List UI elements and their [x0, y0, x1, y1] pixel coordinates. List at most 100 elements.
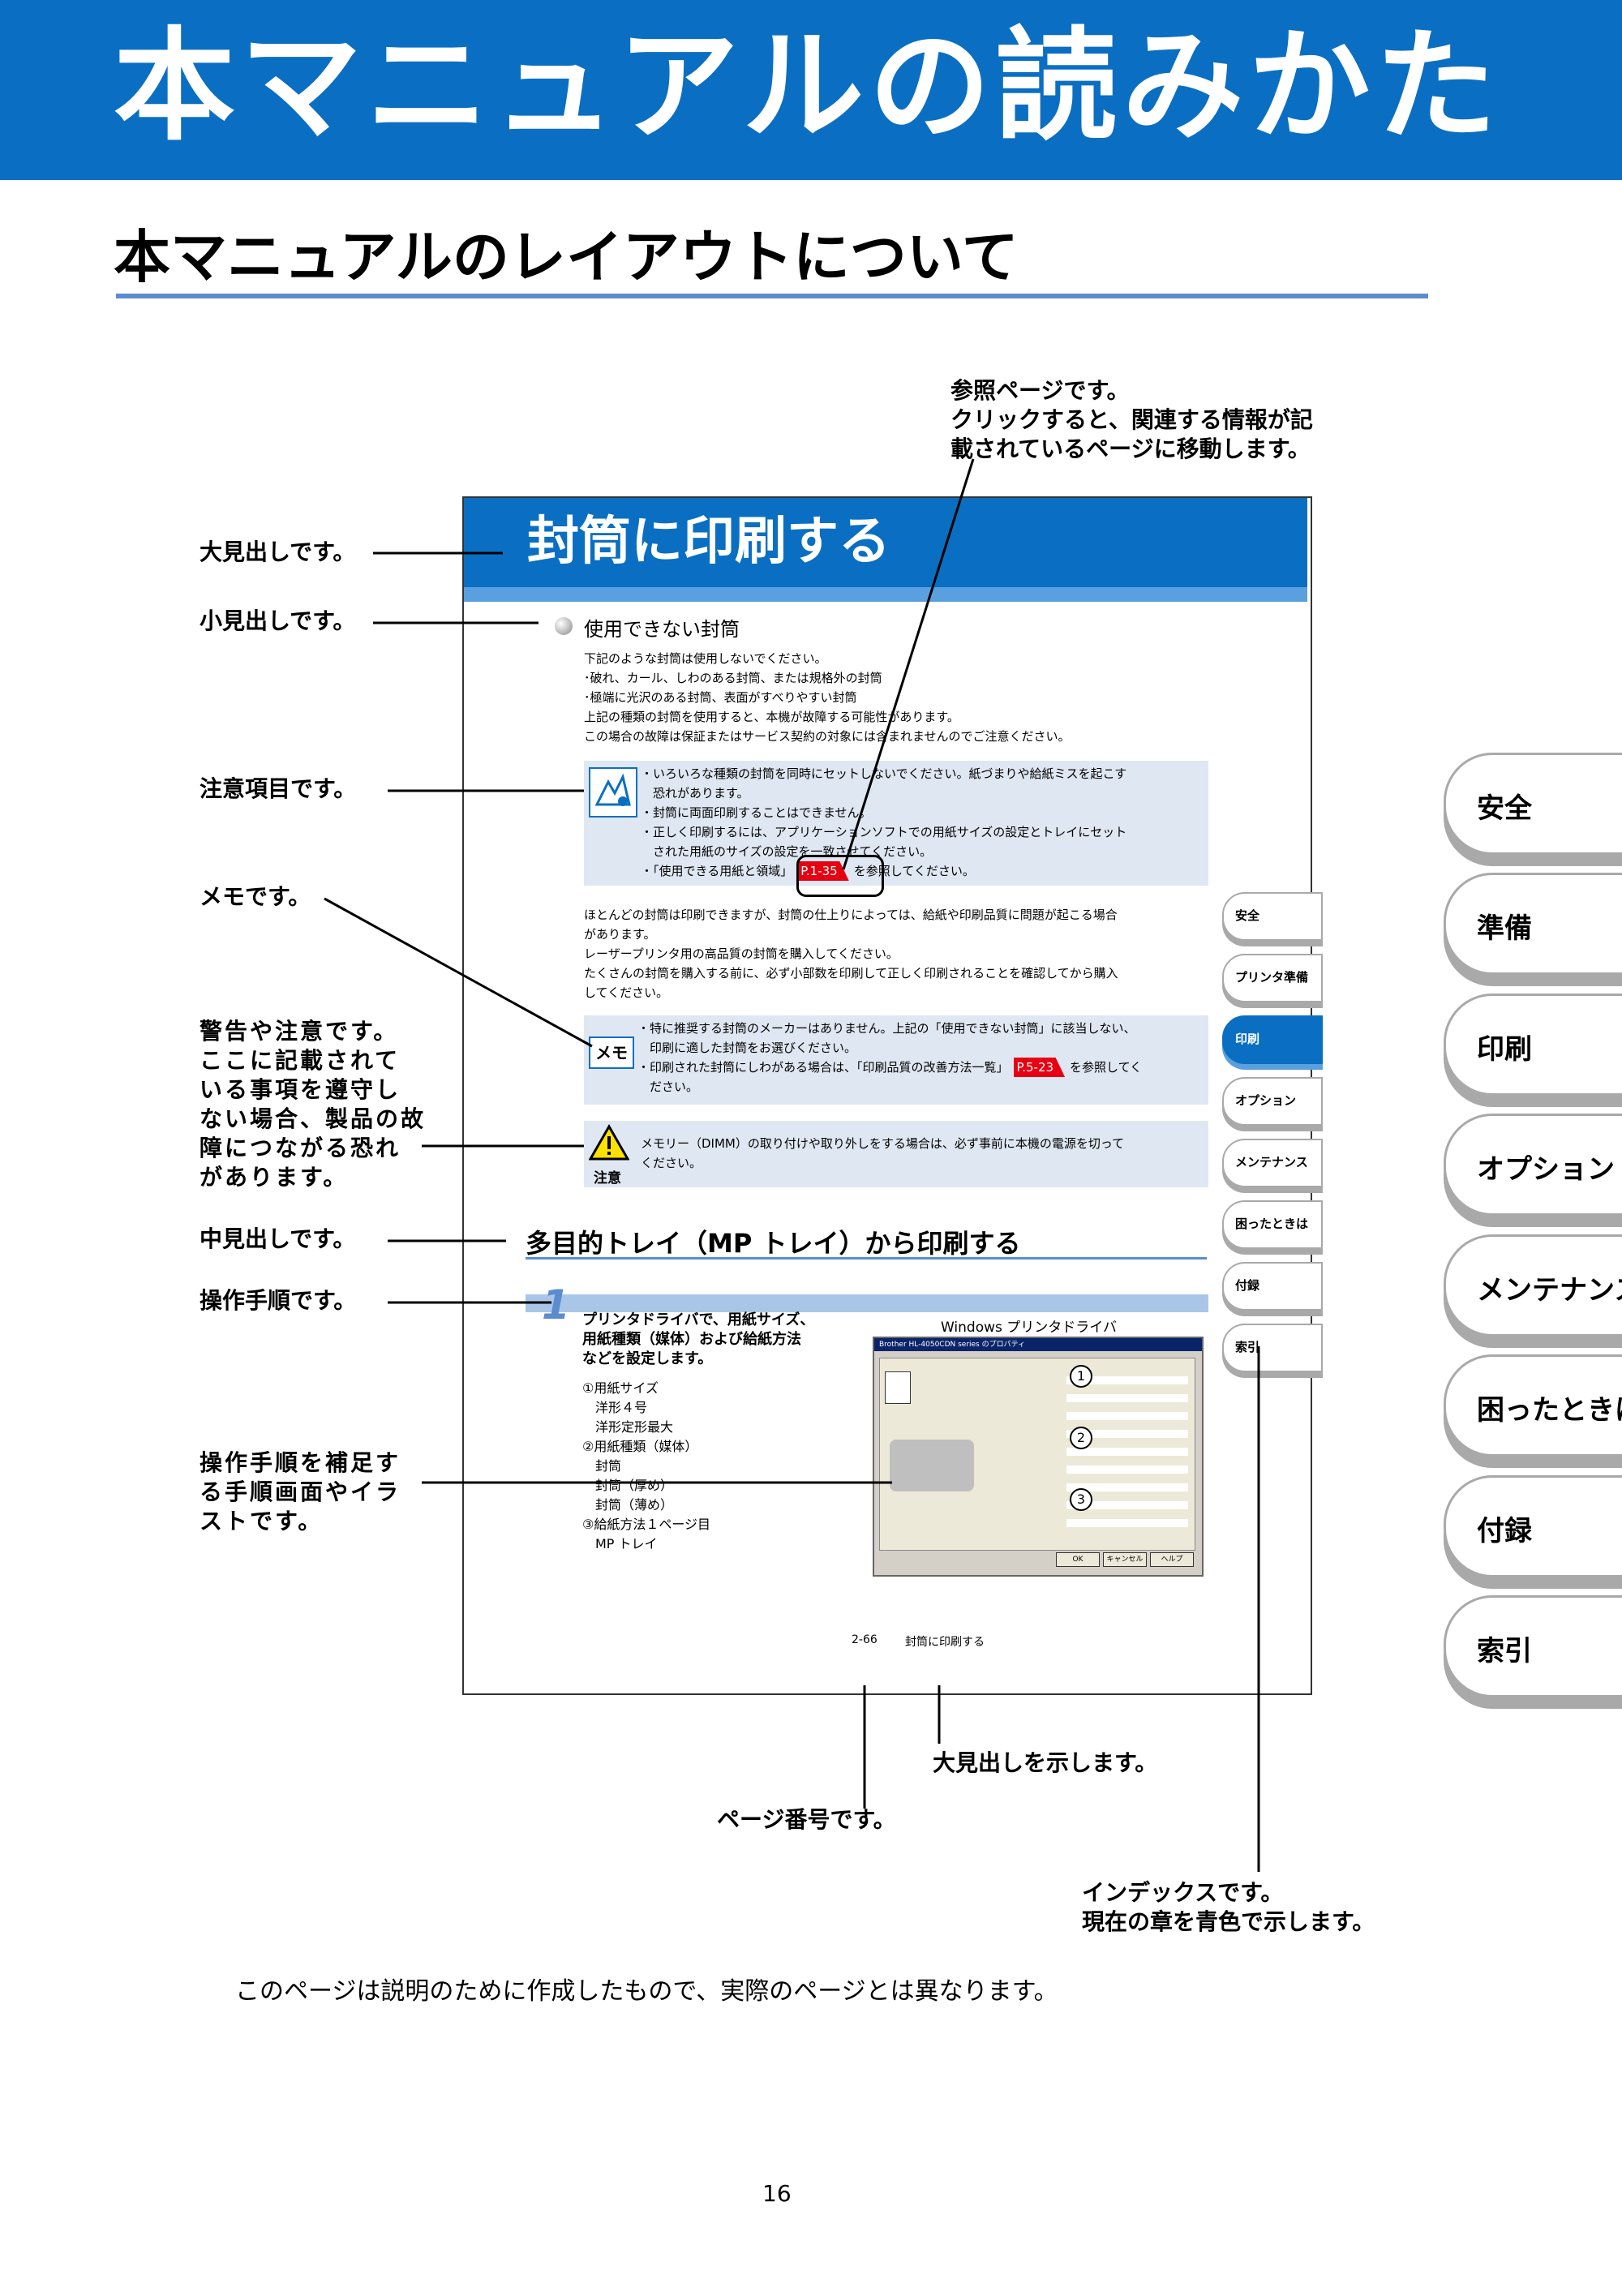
- step-list: ①用紙サイズ 洋形４号 洋形定形最大 ②用紙種類（媒体） 封筒 封筒（厚め） 封…: [582, 1379, 710, 1554]
- text-line: ・「使用できる用紙と領域」: [641, 864, 793, 878]
- top-banner: [0, 0, 1622, 180]
- dialog-cancel-button[interactable]: キャンセル: [1103, 1552, 1147, 1567]
- text-line: ①用紙サイズ: [582, 1380, 659, 1396]
- annotation-medium-heading: 中見出しです。: [200, 1225, 356, 1252]
- mini-tab-index[interactable]: 索引: [1222, 1324, 1323, 1372]
- sample-footer-title: 封筒に印刷する: [905, 1636, 985, 1649]
- chapter-tab-index[interactable]: 索引: [1444, 1595, 1622, 1697]
- mini-tab-appendix[interactable]: 付録: [1222, 1262, 1323, 1311]
- reference-link-2[interactable]: P.5-23: [1013, 1058, 1066, 1077]
- warning-panel: [584, 1121, 1208, 1187]
- annotation-line: 参照ページです。: [950, 377, 1130, 404]
- caution-icon: [589, 767, 637, 818]
- memo-text: ・特に推奨する封筒のメーカーはありません。上記の「使用できない封筒」に該当しない…: [637, 1019, 1142, 1097]
- mini-tab-maintenance[interactable]: メンテナンス: [1222, 1139, 1323, 1187]
- annotation-line: 障につながる恐れ: [200, 1135, 401, 1161]
- caution-text: ・いろいろな種類の封筒を同時にセットしないでください。紙づまりや給紙ミスを起こす…: [641, 764, 1126, 881]
- mini-tab-label: メンテナンス: [1235, 1155, 1308, 1169]
- bullet-icon: [555, 617, 573, 635]
- sample-body: ほとんどの封筒は印刷できますが、封筒の仕上りによっては、給紙や印刷品質に問題が起…: [584, 905, 1118, 1002]
- callout-1: 1: [1070, 1365, 1092, 1388]
- warning-icon: [588, 1123, 630, 1161]
- chapter-tab-preparation[interactable]: 準備: [1444, 873, 1622, 975]
- reference-link-1[interactable]: P.1-35: [797, 861, 849, 881]
- text-line: 封筒: [582, 1458, 622, 1474]
- text-line: ・特に推奨する封筒のメーカーはありません。上記の「使用できない封筒」に該当しない…: [637, 1021, 1136, 1036]
- sample-medium-heading: 多目的トレイ（MP トレイ）から印刷する: [526, 1228, 1021, 1259]
- chapter-tab-print[interactable]: 印刷: [1444, 994, 1622, 1096]
- driver-dialog: Brother HL-4050CDN series のプロパティ 1 2 3 O…: [873, 1337, 1204, 1577]
- callout-3: 3: [1070, 1488, 1092, 1511]
- dialog-ok-button[interactable]: OK: [1056, 1552, 1100, 1567]
- annotation-caution-item: 注意項目です。: [200, 775, 357, 802]
- mini-tab-label: 困ったときは: [1235, 1217, 1309, 1231]
- annotation-page-number: ページ番号です。: [717, 1806, 896, 1833]
- memo-icon: メモ: [589, 1036, 634, 1069]
- annotation-line: る手順画面やイラ: [200, 1478, 401, 1505]
- caution-panel: [584, 761, 1208, 886]
- warning-label: 注意: [594, 1170, 621, 1187]
- mini-tab-options[interactable]: オプション: [1222, 1077, 1323, 1126]
- chapter-tab-label: 困ったときは: [1477, 1394, 1622, 1427]
- annotation-procedure: 操作手順です。: [200, 1287, 357, 1314]
- leader-memo: [324, 897, 593, 1048]
- step-bar: [526, 1294, 1208, 1312]
- annotation-shows-heading: 大見出しを示します。: [933, 1749, 1158, 1776]
- text-line: してください。: [584, 985, 669, 1000]
- mini-tab-label: 安全: [1235, 908, 1260, 923]
- mini-tab-troubleshooting[interactable]: 困ったときは: [1222, 1200, 1323, 1249]
- sample-intro: 下記のような封筒は使用しないでください。 ･破れ、カール、しわのある封筒、または…: [584, 649, 1071, 746]
- annotation-line: ここに記載されて: [200, 1047, 401, 1074]
- text-line: ②用紙種類（媒体）: [582, 1439, 698, 1454]
- chapter-tab-label: 索引: [1477, 1635, 1532, 1667]
- chapter-tab-safety[interactable]: 安全: [1444, 753, 1622, 855]
- text-line: プリンタドライバで、用紙サイズ、: [582, 1311, 815, 1328]
- annotation-line: クリックすると、関連する情報が記: [950, 406, 1313, 433]
- mini-tab-preparation[interactable]: プリンタ準備: [1222, 954, 1323, 1002]
- chapter-tab-label: メンテナンス: [1477, 1274, 1622, 1307]
- text-line: ③給紙方法１ページ目: [582, 1517, 711, 1532]
- annotation-warning: 警告や注意です。 ここに記載されて いる事項を遵守し ない場合、製品の故 障につ…: [200, 1017, 426, 1192]
- text-line: ･破れ、カール、しわのある封筒、または規格外の封筒: [584, 671, 882, 685]
- annotation-large-heading: 大見出しです。: [200, 539, 356, 565]
- mini-tab-label: 索引: [1235, 1340, 1260, 1354]
- text-line: 洋形定形最大: [582, 1419, 674, 1435]
- mini-tab-label: オプション: [1235, 1093, 1297, 1108]
- memo-panel: [584, 1015, 1208, 1105]
- mini-tab-label: 付録: [1235, 1278, 1260, 1293]
- text-line: ・いろいろな種類の封筒を同時にセットしないでください。紙づまりや給紙ミスを起こす: [641, 766, 1127, 781]
- text-line: 封筒（薄め）: [582, 1497, 674, 1513]
- mini-tab-safety[interactable]: 安全: [1222, 892, 1323, 941]
- text-line: 印刷に適した封筒をお選びください。: [637, 1041, 857, 1055]
- mini-tab-print[interactable]: 印刷: [1222, 1015, 1323, 1064]
- annotation-small-heading: 小見出しです。: [200, 607, 356, 634]
- annotation-line: 載されているページに移動します。: [950, 436, 1311, 462]
- chapter-tab-appendix[interactable]: 付録: [1444, 1475, 1622, 1577]
- chapter-tab-troubleshooting[interactable]: 困ったときは: [1444, 1354, 1622, 1457]
- annotation-supplement: 操作手順を補足す る手順画面やイラ ストです。: [200, 1448, 401, 1536]
- dialog-body: 1 2 3: [879, 1358, 1195, 1551]
- chapter-tab-maintenance[interactable]: メンテナンス: [1444, 1234, 1622, 1337]
- warning-text: メモリー（DIMM）の取り付けや取り外しをする場合は、必ず事前に本機の電源を切っ…: [641, 1134, 1124, 1173]
- sample-title-banner: [464, 498, 1307, 587]
- text-line: ください。: [641, 1156, 702, 1170]
- step-number: 1: [542, 1281, 570, 1328]
- text-line: などを設定します。: [582, 1350, 713, 1367]
- text-line: 用紙種類（媒体）および給紙方法: [582, 1331, 801, 1348]
- text-line: レーザープリンタ用の高品質の封筒を購入してください。: [584, 946, 899, 961]
- reference-highlight: [796, 855, 884, 897]
- text-line: 洋形４号: [582, 1400, 648, 1415]
- text-line: この場合の故障は保証またはサービス契約の対象には含まれませんのでご注意ください。: [584, 729, 1071, 744]
- chapter-tab-label: 安全: [1477, 792, 1532, 825]
- chapter-tab-options[interactable]: オプション: [1444, 1114, 1622, 1216]
- section-title: 本マニュアルのレイアウトについて: [114, 224, 1019, 290]
- sample-footer-page: 2-66: [852, 1633, 878, 1646]
- annotation-line: 警告や注意です。: [200, 1018, 399, 1045]
- annotation-index: インデックスです。 現在の章を青色で示します。: [1082, 1878, 1375, 1937]
- text-line: ださい。: [637, 1079, 699, 1094]
- medium-heading-rule: [526, 1257, 1207, 1260]
- section-rule: [116, 294, 1428, 298]
- text-line: を参照してください。: [853, 864, 975, 878]
- dialog-help-button[interactable]: ヘルプ: [1150, 1552, 1194, 1567]
- annotation-line: いる事項を遵守し: [200, 1076, 401, 1103]
